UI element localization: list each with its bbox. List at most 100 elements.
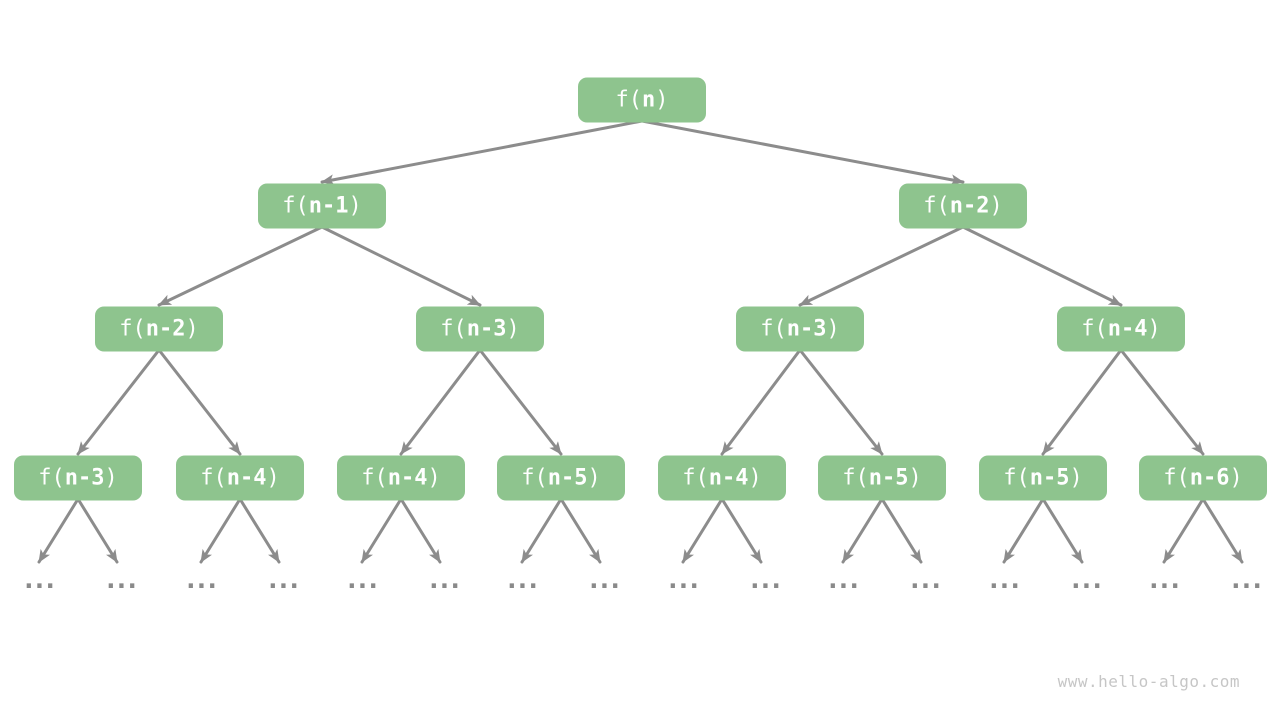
node-lbl-pre: f( <box>440 316 467 342</box>
node-lbl-pre: f( <box>282 193 309 219</box>
ellipsis-13: ... <box>1068 565 1105 596</box>
edge-b1-c1 <box>76 348 161 456</box>
tree-node-c2: f(n-4) <box>176 455 304 501</box>
leaf-arrow-c2-right <box>238 497 281 564</box>
leaf-arrow-c3-right <box>399 497 442 564</box>
tree-node-c4: f(n-5) <box>497 455 625 501</box>
edge-b3-c5 <box>720 348 802 456</box>
node-lbl-var: n-4 <box>708 465 749 491</box>
node-lbl-var: n-4 <box>226 465 267 491</box>
edge-b4-c8 <box>1119 348 1205 456</box>
node-lbl-post: ) <box>1229 465 1243 491</box>
leaf-arrow-c4-right <box>559 497 602 564</box>
leaf-arrow-c4-left <box>520 497 563 564</box>
edge-r-a1 <box>320 119 644 186</box>
tree-node-c8: f(n-6) <box>1139 455 1267 501</box>
leaf-arrow-c6-left <box>841 497 884 564</box>
node-lbl-post: ) <box>506 316 520 342</box>
ellipsis-0: ... <box>21 565 58 596</box>
leaf-arrow-c5-right <box>720 497 763 564</box>
ellipsis-6: ... <box>504 565 541 596</box>
ellipsis-7: ... <box>586 565 623 596</box>
node-lbl-post: ) <box>1147 316 1161 342</box>
leaf-arrow-c3-left <box>360 497 403 564</box>
node-lbl-var: n-2 <box>949 193 990 219</box>
node-lbl-var: n-3 <box>64 465 105 491</box>
node-lbl-var: n-5 <box>1029 465 1070 491</box>
node-lbl-post: ) <box>908 465 922 491</box>
leaf-arrow-c1-right <box>76 497 119 564</box>
node-lbl-post: ) <box>587 465 601 491</box>
node-lbl-pre: f( <box>760 316 787 342</box>
tree-node-b4: f(n-4) <box>1057 306 1185 352</box>
edge-a2-b3 <box>798 225 965 307</box>
ellipsis-14: ... <box>1146 565 1183 596</box>
ellipsis-12: ... <box>986 565 1023 596</box>
ellipsis-11: ... <box>907 565 944 596</box>
node-lbl-post: ) <box>185 316 199 342</box>
node-lbl-var: n <box>642 87 656 113</box>
node-lbl-pre: f( <box>1003 465 1030 491</box>
edge-b4-c7 <box>1041 348 1123 456</box>
node-lbl-pre: f( <box>615 87 643 113</box>
node-lbl-post: ) <box>348 193 362 219</box>
ellipsis-9: ... <box>747 565 784 596</box>
node-lbl-post: ) <box>655 87 669 113</box>
node-lbl-pre: f( <box>119 316 146 342</box>
node-lbl-pre: f( <box>682 465 709 491</box>
tree-node-b1: f(n-2) <box>95 306 223 352</box>
node-lbl-pre: f( <box>1081 316 1108 342</box>
edge-r-a2 <box>640 119 965 186</box>
tree-node-b2: f(n-3) <box>416 306 544 352</box>
node-lbl-post: ) <box>748 465 762 491</box>
ellipsis-5: ... <box>426 565 463 596</box>
node-lbl-post: ) <box>1069 465 1083 491</box>
ellipsis-4: ... <box>344 565 381 596</box>
ellipsis-8: ... <box>665 565 702 596</box>
node-lbl-var: n-4 <box>1107 316 1148 342</box>
node-lbl-var: n-5 <box>547 465 588 491</box>
node-lbl-var: n-6 <box>1189 465 1230 491</box>
node-lbl-pre: f( <box>923 193 950 219</box>
node-lbl-var: n-3 <box>466 316 507 342</box>
leaf-arrow-c6-right <box>880 497 923 564</box>
tree-node-c5: f(n-4) <box>658 455 786 501</box>
tree-node-c1: f(n-3) <box>14 455 142 501</box>
ellipsis-2: ... <box>183 565 220 596</box>
edge-group <box>37 119 1244 564</box>
ellipsis-15: ... <box>1228 565 1265 596</box>
ellipsis-10: ... <box>825 565 862 596</box>
edge-b1-c2 <box>157 348 242 456</box>
tree-node-c6: f(n-5) <box>818 455 946 501</box>
edge-a1-b1 <box>157 225 324 307</box>
edge-a1-b2 <box>320 225 482 307</box>
ellipsis-3: ... <box>265 565 302 596</box>
leaf-arrow-c7-left <box>1002 497 1045 564</box>
ellipsis-1: ... <box>103 565 140 596</box>
edge-b2-c4 <box>478 348 563 456</box>
leaf-arrow-c2-left <box>199 497 242 564</box>
node-lbl-var: n-2 <box>145 316 186 342</box>
edge-a2-b4 <box>961 225 1123 307</box>
node-lbl-pre: f( <box>200 465 227 491</box>
tree-node-r: f(n) <box>578 77 706 123</box>
node-lbl-var: n-4 <box>387 465 428 491</box>
node-lbl-post: ) <box>989 193 1003 219</box>
edge-b3-c6 <box>798 348 884 456</box>
edge-b2-c3 <box>399 348 482 456</box>
leaf-arrow-c8-left <box>1162 497 1205 564</box>
node-lbl-post: ) <box>826 316 840 342</box>
node-lbl-pre: f( <box>521 465 548 491</box>
node-lbl-pre: f( <box>361 465 388 491</box>
node-lbl-var: n-3 <box>786 316 827 342</box>
node-lbl-var: n-1 <box>308 193 349 219</box>
tree-node-a2: f(n-2) <box>899 183 1027 229</box>
node-lbl-pre: f( <box>38 465 65 491</box>
leaf-arrow-c8-right <box>1201 497 1244 564</box>
tree-node-a1: f(n-1) <box>258 183 386 229</box>
node-lbl-post: ) <box>104 465 118 491</box>
leaf-arrow-c1-left <box>37 497 80 564</box>
node-lbl-pre: f( <box>842 465 869 491</box>
node-lbl-post: ) <box>266 465 280 491</box>
